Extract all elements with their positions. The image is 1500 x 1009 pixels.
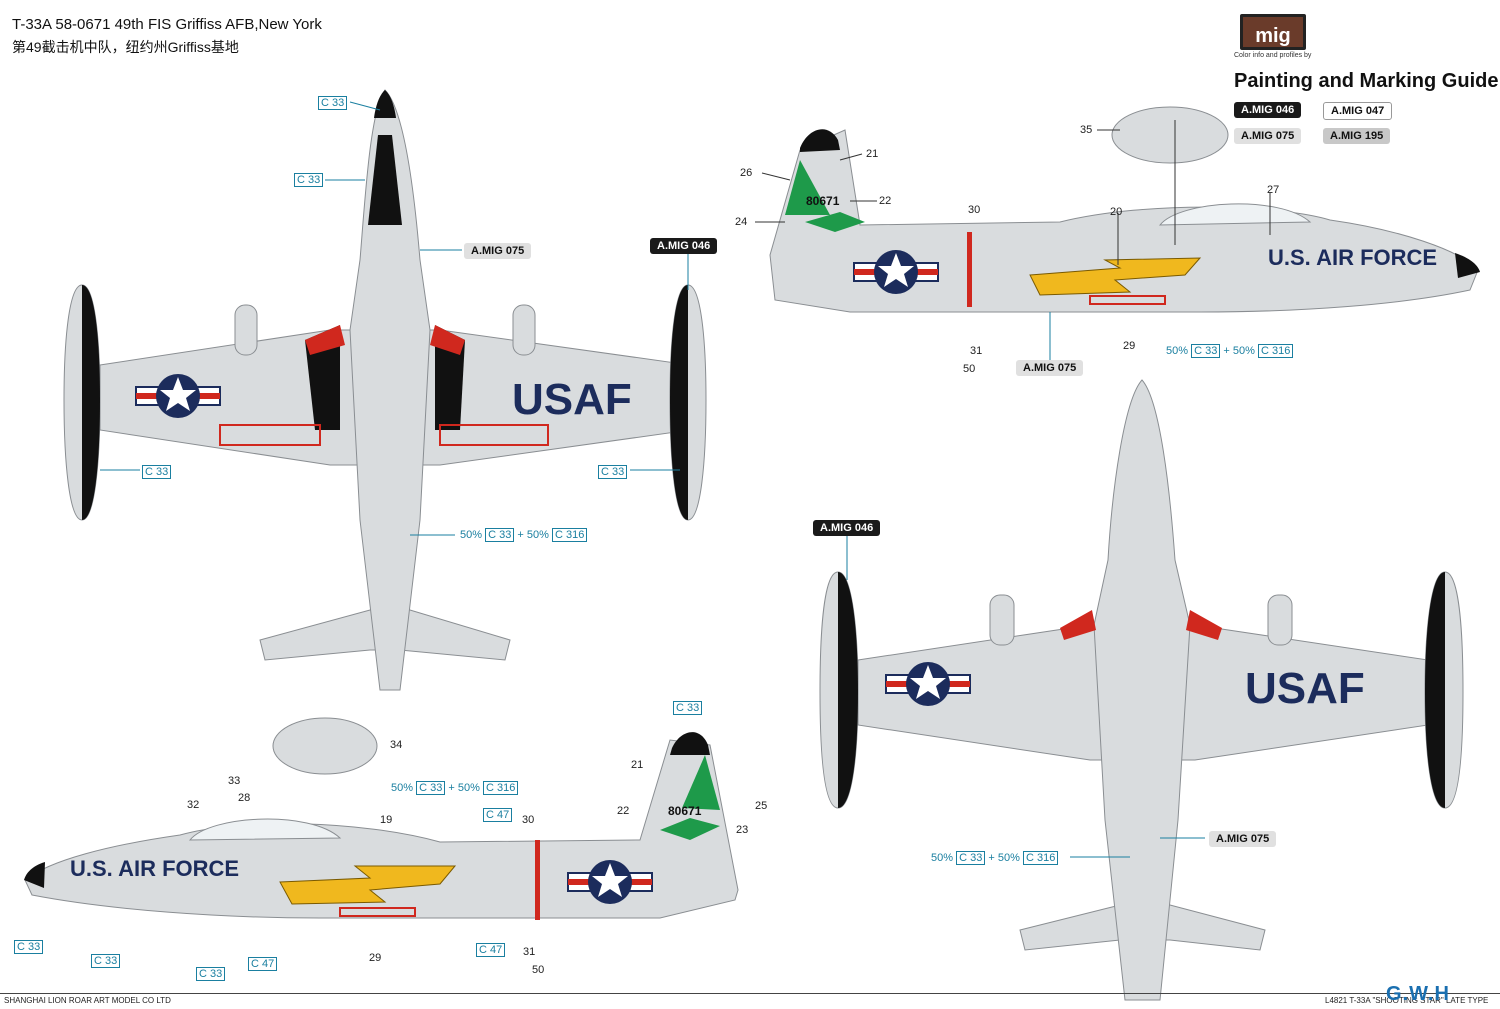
side-view-left-aircraft [24, 717, 739, 920]
paint-badge-075: A.MIG 075 [1234, 128, 1302, 144]
marking-number: 31 [523, 946, 536, 958]
callout-c33: C 33 [91, 954, 121, 968]
paint-badge-046: A.MIG 046 [1234, 102, 1302, 118]
side-right-usaf-text: U.S. AIR FORCE [1268, 245, 1437, 270]
callout-c47: C 47 [476, 943, 506, 957]
callout-c33: C 33 [673, 701, 703, 715]
page-title: T-33A 58-0671 49th FIS Griffiss AFB,New … [12, 16, 322, 33]
guide-title: Painting and Marking Guide [1234, 70, 1499, 92]
marking-number: 27 [1267, 184, 1280, 196]
marking-number: 19 [380, 814, 393, 826]
bottom-view-usaf: USAF [1245, 664, 1365, 713]
marking-number: 23 [736, 824, 749, 836]
callout-amig075: A.MIG 075 [1209, 831, 1277, 847]
top-view-aircraft [63, 89, 707, 691]
marking-number: 22 [879, 195, 892, 207]
marking-number: 29 [369, 952, 382, 964]
callout-amig075: A.MIG 075 [464, 243, 532, 259]
mig-logo-text: mig [1255, 25, 1291, 47]
callout-c33: C 33 [14, 940, 44, 954]
callout-c33: C 33 [598, 465, 628, 479]
gwh-logo: G.W.H [1386, 983, 1450, 1005]
callout-c33: C 33 [318, 96, 348, 110]
leader-lines [100, 101, 1205, 858]
callout-mix: 50% C 33 + 50% C 316 [391, 781, 519, 795]
credit-text: Color info and profiles by [1234, 52, 1312, 59]
marking-number: 50 [963, 363, 976, 375]
side-left-usaf-text: U.S. AIR FORCE [70, 856, 239, 881]
marking-number: 26 [740, 167, 753, 179]
callout-amig046: A.MIG 046 [813, 520, 881, 536]
side-right-serial: 80671 [806, 194, 840, 208]
number-leaders [755, 120, 1271, 265]
marking-number: 22 [617, 805, 630, 817]
marking-number: 35 [1080, 124, 1093, 136]
page-subtitle-cn: 第49截击机中队，纽约州Griffiss基地 [12, 39, 239, 55]
callout-mix: 50% C 33 + 50% C 316 [931, 851, 1059, 865]
side-left-serial: 80671 [668, 804, 702, 818]
marking-number: 21 [631, 759, 644, 771]
side-view-right-aircraft [769, 106, 1480, 313]
marking-number: 21 [866, 148, 879, 160]
callout-c47: C 47 [483, 808, 513, 822]
callout-c33: C 33 [294, 173, 324, 187]
marking-number: 32 [187, 799, 200, 811]
top-view-usaf: USAF [512, 375, 632, 424]
marking-number: 28 [238, 792, 251, 804]
footer-company: SHANGHAI LION ROAR ART MODEL CO LTD [4, 996, 171, 1005]
marking-number: 34 [390, 739, 403, 751]
callout-c33: C 33 [142, 465, 172, 479]
paint-badge-195: A.MIG 195 [1323, 128, 1391, 144]
marking-number: 30 [522, 814, 535, 826]
callout-mix: 50% C 33 + 50% C 316 [1166, 344, 1294, 358]
footer-divider [0, 993, 1500, 994]
bottom-view-aircraft [819, 379, 1464, 1001]
callout-amig046: A.MIG 046 [650, 238, 718, 254]
paint-badge-047: A.MIG 047 [1323, 102, 1393, 120]
callout-c33: C 33 [196, 967, 226, 981]
marking-number: 30 [968, 204, 981, 216]
marking-number: 20 [1110, 206, 1123, 218]
callout-mix: 50% C 33 + 50% C 316 [460, 528, 588, 542]
marking-number: 50 [532, 964, 545, 976]
marking-number: 24 [735, 216, 748, 228]
marking-number: 25 [755, 800, 768, 812]
callout-c47: C 47 [248, 957, 278, 971]
marking-number: 33 [228, 775, 241, 787]
callout-amig075: A.MIG 075 [1016, 360, 1084, 376]
marking-number: 29 [1123, 340, 1136, 352]
marking-number: 31 [970, 345, 983, 357]
footer-product: L4821 T-33A "SHOOTING STAR" LATE TYPE [1325, 996, 1489, 1005]
mig-logo: mig [1240, 14, 1306, 50]
